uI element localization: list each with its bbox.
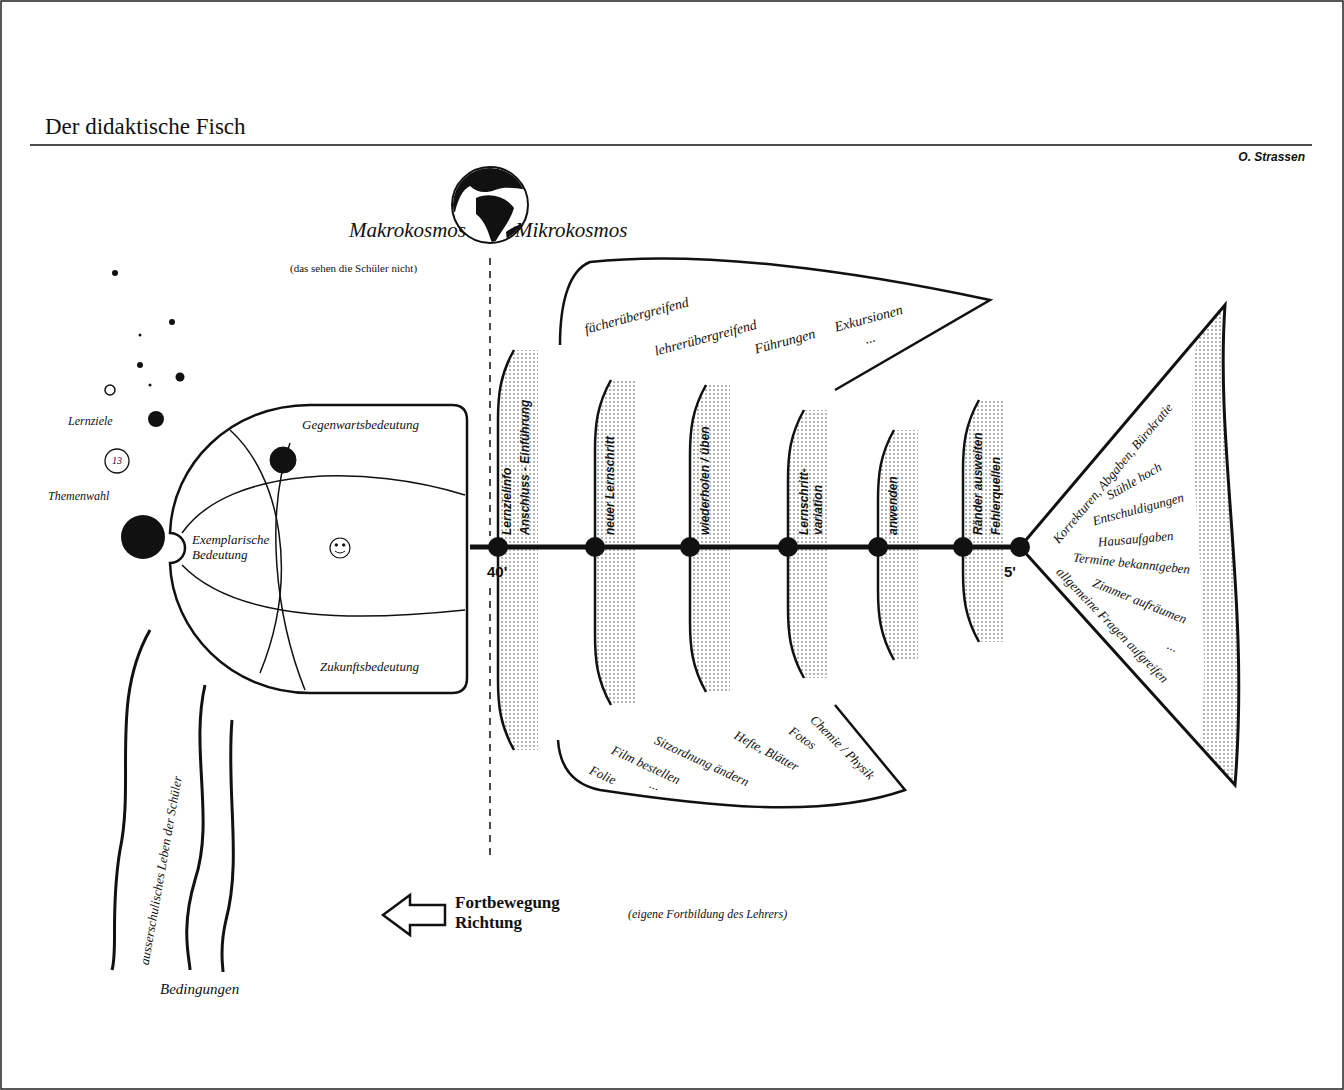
ventral-fin: Chemie / PhysikFotosHefte, BlätterSitzor… [550,700,915,845]
fish-label: Folie [587,763,618,788]
outline [335,544,345,547]
annotation-label: neuer Lernschritt [604,436,618,535]
water-waves [112,630,233,972]
annotation-label: O. Strassen [1238,151,1305,165]
annotation-label: (das sehen die Schüler nicht) [290,262,417,275]
title: Der didaktische Fisch [45,114,246,140]
bubbles [176,373,185,382]
annotation-label: Lernziele [68,415,113,429]
bubbles [139,334,142,337]
rib-bones [488,350,1030,750]
annotation-label: 13 [112,455,122,467]
annotation-label: Bedingungen [160,981,239,998]
bubbles [149,384,152,387]
bubbles [121,515,165,559]
annotation-label: Ränder ausweiten [972,432,986,535]
dorsal-fin: fächerübergreifendlehrerübergreifendFühr… [555,250,995,395]
annotation-label: Makrokosmos [349,218,466,242]
fish-label: fächerübergreifend [583,295,691,338]
outline [170,405,467,693]
rib-bones [963,400,1003,642]
annotation-label: (eigene Fortbildung des Lehrers) [628,908,787,922]
fish-label: lehrerübergreifend [653,317,759,360]
fish-label: ... [1165,638,1180,656]
outline [560,258,990,390]
fish-label: Gegenwartsbedeutung [302,418,419,433]
globe-icon [476,195,514,246]
fish-head: GegenwartsbedeutungExemplarische Bedeutu… [170,405,470,697]
bubbles [148,411,164,427]
water-waves [222,720,233,972]
annotation-label: 40' [487,563,507,580]
direction-arrow [383,895,445,935]
fish-label: Chemie / Physik [807,713,877,783]
annotation-label: Lernschritt-variation [798,440,826,535]
rib-bones [690,385,730,692]
fish-label: ... [647,777,661,794]
boundary-line [489,258,491,858]
outline [270,447,296,473]
fish-label: Führungen [753,326,817,358]
annotation-label: Mikrokosmos [515,218,627,242]
annotation-label: anwenden [887,476,901,535]
annotation-label: Fehlerquellen [990,457,1004,535]
spine-line [470,545,1018,550]
water-waves [187,685,205,970]
bubbles [105,449,129,473]
annotation-label: wiederholen / üben [699,426,713,535]
annotation-label: ausserschulisches Leben der Schüler [138,775,186,966]
outline [1020,305,1239,785]
annotation-label: Lernzielinfo [501,468,515,535]
fish-label: Termine bekanntgeben [1072,551,1190,578]
fish-label: Exemplarische Bedeutung [192,533,276,563]
fish-label: Zukunftsbedeutung [320,660,419,675]
outline [558,705,905,807]
annotation-label: 5' [1004,563,1016,580]
annotation-label: Anschluss - Einführung [519,400,533,535]
title-rule [30,144,1312,146]
fish-label: ... [863,330,877,348]
bubbles [169,319,175,325]
outline [182,565,465,616]
boundary-line [489,258,491,536]
fish-label: Entschuldigungen [1091,490,1186,529]
annotation-label: Themenwahl [48,490,109,504]
tail-fin: Korrekturen, Abgaben, BürokratieStühle h… [1018,300,1258,790]
outline [330,538,350,558]
annotation-label: Fortbewegung Richtung [455,893,580,932]
bubbles [105,385,115,395]
boundary-line [489,588,491,858]
bubbles [137,362,143,368]
outline [335,551,345,553]
fish-label: Hausaufgaben [1097,529,1174,550]
outline [182,476,465,533]
water-waves [112,630,150,970]
bubbles [112,270,118,276]
